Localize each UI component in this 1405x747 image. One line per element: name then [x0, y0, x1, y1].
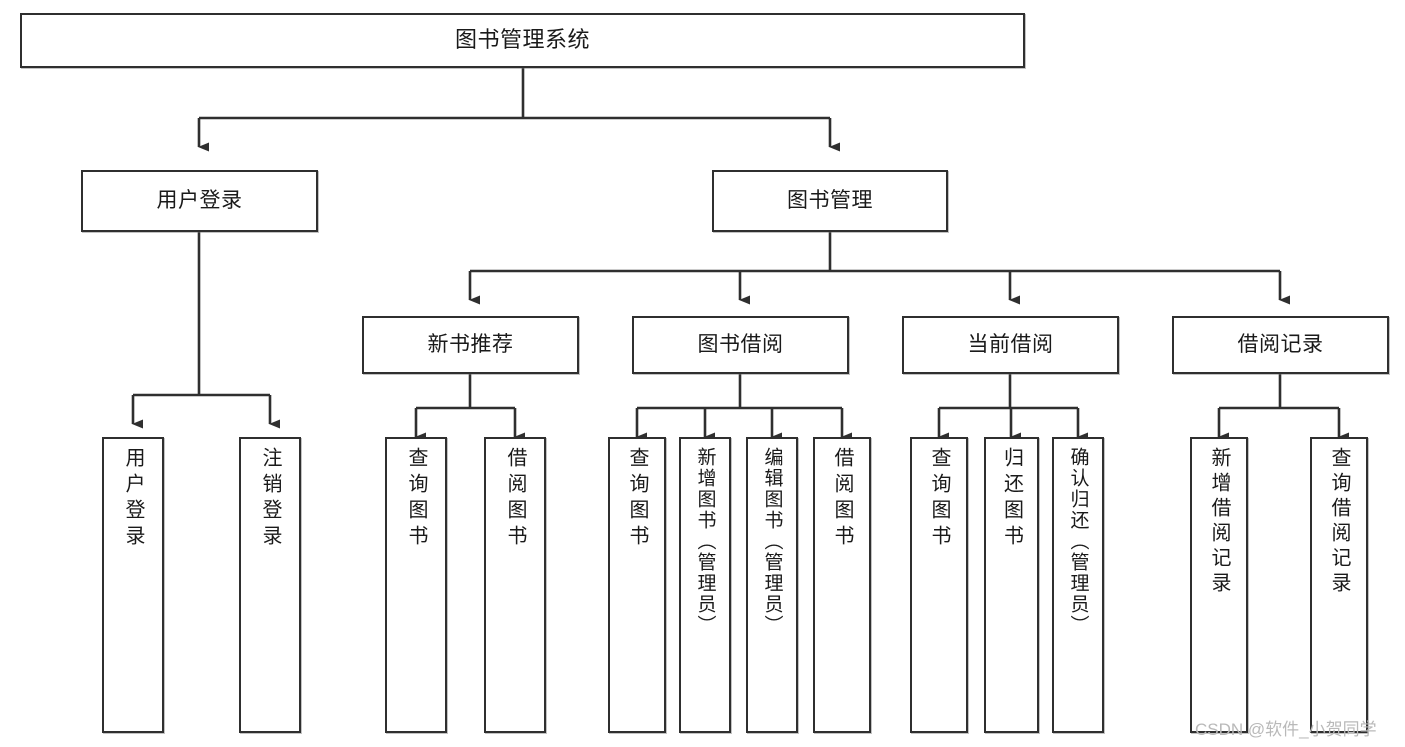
node-book-manage-label: 图书管理: [787, 189, 873, 213]
node-leaf-query-book-1-label: 查询图书: [405, 447, 427, 551]
node-leaf-user-login-label: 用户登录: [122, 447, 144, 551]
node-leaf-query-record[interactable]: 查询借阅记录: [1310, 437, 1368, 733]
csdn-watermark: CSDN @软件_小贺同学: [1195, 720, 1377, 739]
node-leaf-add-book[interactable]: 新增图书（管理员）: [679, 437, 731, 733]
node-leaf-edit-book[interactable]: 编辑图书（管理员）: [746, 437, 798, 733]
node-leaf-confirm-return-label: 确认归还（管理员）: [1067, 447, 1089, 636]
node-leaf-return-book-label: 归还图书: [1000, 447, 1023, 551]
node-user-login-label: 用户登录: [156, 189, 243, 213]
node-root[interactable]: 图书管理系统: [20, 13, 1025, 68]
node-leaf-confirm-return[interactable]: 确认归还（管理员）: [1052, 437, 1104, 733]
node-leaf-query-book-3[interactable]: 查询图书: [910, 437, 968, 733]
node-leaf-edit-book-label: 编辑图书（管理员）: [761, 447, 783, 636]
node-leaf-add-record-label: 新增借阅记录: [1208, 447, 1230, 597]
node-leaf-user-login[interactable]: 用户登录: [102, 437, 164, 733]
node-leaf-borrow-book-2-label: 借阅图书: [831, 447, 853, 551]
node-leaf-add-book-label: 新增图书（管理员）: [694, 447, 716, 636]
node-borrow-record-label: 借阅记录: [1237, 333, 1324, 357]
node-book-borrow-label: 图书借阅: [697, 333, 784, 357]
node-book-borrow[interactable]: 图书借阅: [632, 316, 849, 374]
node-leaf-logout[interactable]: 注销登录: [239, 437, 301, 733]
node-borrow-record[interactable]: 借阅记录: [1172, 316, 1389, 374]
node-leaf-add-record[interactable]: 新增借阅记录: [1190, 437, 1248, 733]
node-root-label: 图书管理系统: [454, 27, 590, 53]
node-leaf-query-book-2[interactable]: 查询图书: [608, 437, 666, 733]
node-leaf-logout-label: 注销登录: [259, 447, 281, 551]
node-leaf-query-book-2-label: 查询图书: [626, 447, 648, 551]
node-new-book-rec-label: 新书推荐: [427, 333, 514, 357]
node-leaf-query-record-label: 查询借阅记录: [1328, 447, 1350, 597]
node-new-book-rec[interactable]: 新书推荐: [362, 316, 579, 374]
node-leaf-query-book-3-label: 查询图书: [928, 447, 950, 551]
node-user-login[interactable]: 用户登录: [81, 170, 318, 232]
node-leaf-borrow-book-1-label: 借阅图书: [504, 447, 526, 551]
node-leaf-borrow-book-1[interactable]: 借阅图书: [484, 437, 546, 733]
connector-lines: [131, 68, 1349, 442]
node-leaf-query-book-1[interactable]: 查询图书: [385, 437, 447, 733]
node-book-manage[interactable]: 图书管理: [712, 170, 948, 232]
node-leaf-borrow-book-2[interactable]: 借阅图书: [813, 437, 871, 733]
node-current-borrow[interactable]: 当前借阅: [902, 316, 1119, 374]
node-leaf-return-book[interactable]: 归还图书: [984, 437, 1039, 733]
node-current-borrow-label: 当前借阅: [967, 333, 1054, 357]
